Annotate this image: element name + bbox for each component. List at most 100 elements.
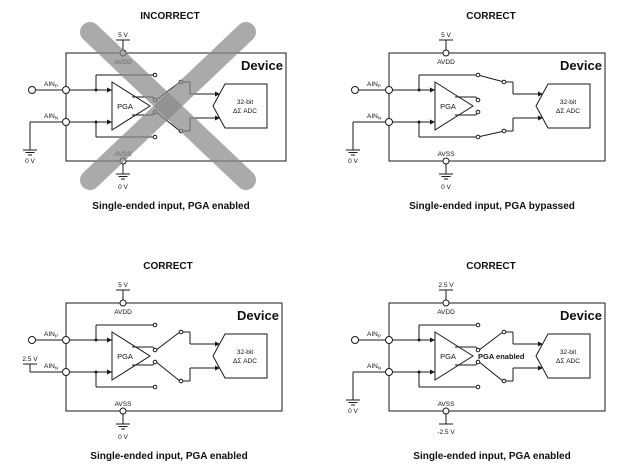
adc-label-type: ΔΣ ADC: [556, 108, 580, 115]
switch-contact: [475, 359, 481, 365]
ainn-pin: [385, 118, 393, 126]
ainp-subscript: P: [378, 334, 381, 339]
arrow-head-icon: [430, 337, 435, 343]
pga-label: PGA: [440, 352, 456, 361]
avdd-pin: [442, 49, 450, 57]
ainp-label: AINP: [44, 81, 58, 89]
avss-pin: [119, 407, 127, 415]
pga-label: PGA: [117, 352, 133, 361]
arrow-head-icon: [538, 91, 543, 97]
arrow-head-icon: [215, 365, 220, 371]
switch-pivot: [501, 79, 507, 85]
ainn-subscript: N: [378, 116, 381, 121]
ainp-pin: [62, 336, 70, 344]
pga-label: PGA: [117, 102, 133, 111]
adc-block: [535, 83, 591, 129]
ainn-source-label: 0 V: [348, 158, 358, 165]
switch-contact: [475, 72, 481, 78]
arrow-head-icon: [215, 91, 220, 97]
pga-amplifier: [111, 331, 151, 381]
ainp-subscript: P: [55, 334, 58, 339]
switch-contact: [152, 347, 158, 353]
switch-contact: [475, 347, 481, 353]
input-signal-terminal: [351, 86, 359, 94]
avdd-label: AVDD: [114, 309, 132, 316]
ainp-label: AINP: [367, 81, 381, 89]
supply-top-label: 5 V: [118, 282, 128, 289]
diagram-panel-2: CORRECT Device 5 V AVDD AVSS 0 V AINP AINN 0 V PG…: [346, 11, 606, 212]
device-label: Device: [241, 58, 283, 73]
panel-title: INCORRECT: [140, 11, 199, 22]
ainn-label: AINN: [44, 363, 58, 371]
device-box: [388, 302, 606, 412]
arrow-head-icon: [430, 87, 435, 93]
device-box: [65, 52, 287, 162]
cross-stroke: [80, 22, 256, 190]
supply-bottom-label: 0 V: [118, 184, 128, 191]
arrow-head-icon: [215, 115, 220, 121]
avss-pin: [442, 157, 450, 165]
ainn-pin: [385, 368, 393, 376]
avss-pin: [442, 407, 450, 415]
adc-label-type: ΔΣ ADC: [233, 358, 257, 365]
panel-caption: Single-ended input, PGA bypassed: [409, 201, 575, 212]
supply-bottom-label: 0 V: [118, 434, 128, 441]
panel-caption: Single-ended input, PGA enabled: [90, 451, 247, 462]
ainp-pin: [385, 86, 393, 94]
supply-top-label: 2.5 V: [438, 282, 454, 289]
adc-label-bits: 32-bit: [560, 349, 576, 356]
arrow-head-icon: [107, 369, 112, 375]
incorrect-cross-icon: [80, 22, 256, 190]
adc-label-bits: 32-bit: [237, 349, 253, 356]
pga-amplifier: [434, 81, 474, 131]
avdd-pin: [119, 299, 127, 307]
device-label: Device: [560, 58, 602, 73]
switch-contact: [152, 134, 158, 140]
input-signal-terminal: [351, 336, 359, 344]
supply-bottom-label: 0 V: [441, 184, 451, 191]
switch-contact: [475, 384, 481, 390]
switch-arm: [479, 362, 503, 381]
panel-title: CORRECT: [466, 261, 515, 272]
ainp-pin: [62, 86, 70, 94]
arrow-head-icon: [107, 119, 112, 125]
adc-label-bits: 32-bit: [237, 99, 253, 106]
avss-label: AVSS: [438, 401, 456, 408]
adc-block: [212, 83, 268, 129]
pga-amplifier: [111, 81, 151, 131]
switch-arm: [479, 75, 503, 82]
ainn-subscript: N: [378, 366, 381, 371]
device-label: Device: [560, 308, 602, 323]
input-signal-terminal: [28, 86, 36, 94]
ainn-label: AINN: [367, 113, 381, 121]
ainn-source-label: 2.5 V: [22, 356, 38, 363]
avss-label: AVSS: [438, 151, 456, 158]
switch-contact: [475, 109, 481, 115]
supply-top-label: 5 V: [441, 32, 451, 39]
supply-bottom-label: -2.5 V: [437, 429, 455, 436]
arrow-head-icon: [215, 341, 220, 347]
ainn-subscript: N: [55, 116, 58, 121]
arrow-head-icon: [538, 365, 543, 371]
switch-pivot: [501, 329, 507, 335]
panel-title: CORRECT: [466, 11, 515, 22]
switch-arm: [156, 362, 180, 381]
switch-arm: [479, 131, 503, 137]
ainn-pin: [62, 118, 70, 126]
ainp-label: AINP: [44, 331, 58, 339]
pga-amplifier: [434, 331, 474, 381]
switch-pivot: [501, 128, 507, 134]
pga-enabled-note: PGA enabled: [478, 352, 525, 361]
pga-label: PGA: [440, 102, 456, 111]
avdd-label: AVDD: [437, 59, 455, 66]
adc-label-bits: 32-bit: [560, 99, 576, 106]
switch-arm: [479, 332, 503, 350]
ainn-label: AINN: [44, 113, 58, 121]
ainp-label: AINP: [367, 331, 381, 339]
ainp-subscript: P: [55, 84, 58, 89]
ainn-source-label: 0 V: [348, 408, 358, 415]
